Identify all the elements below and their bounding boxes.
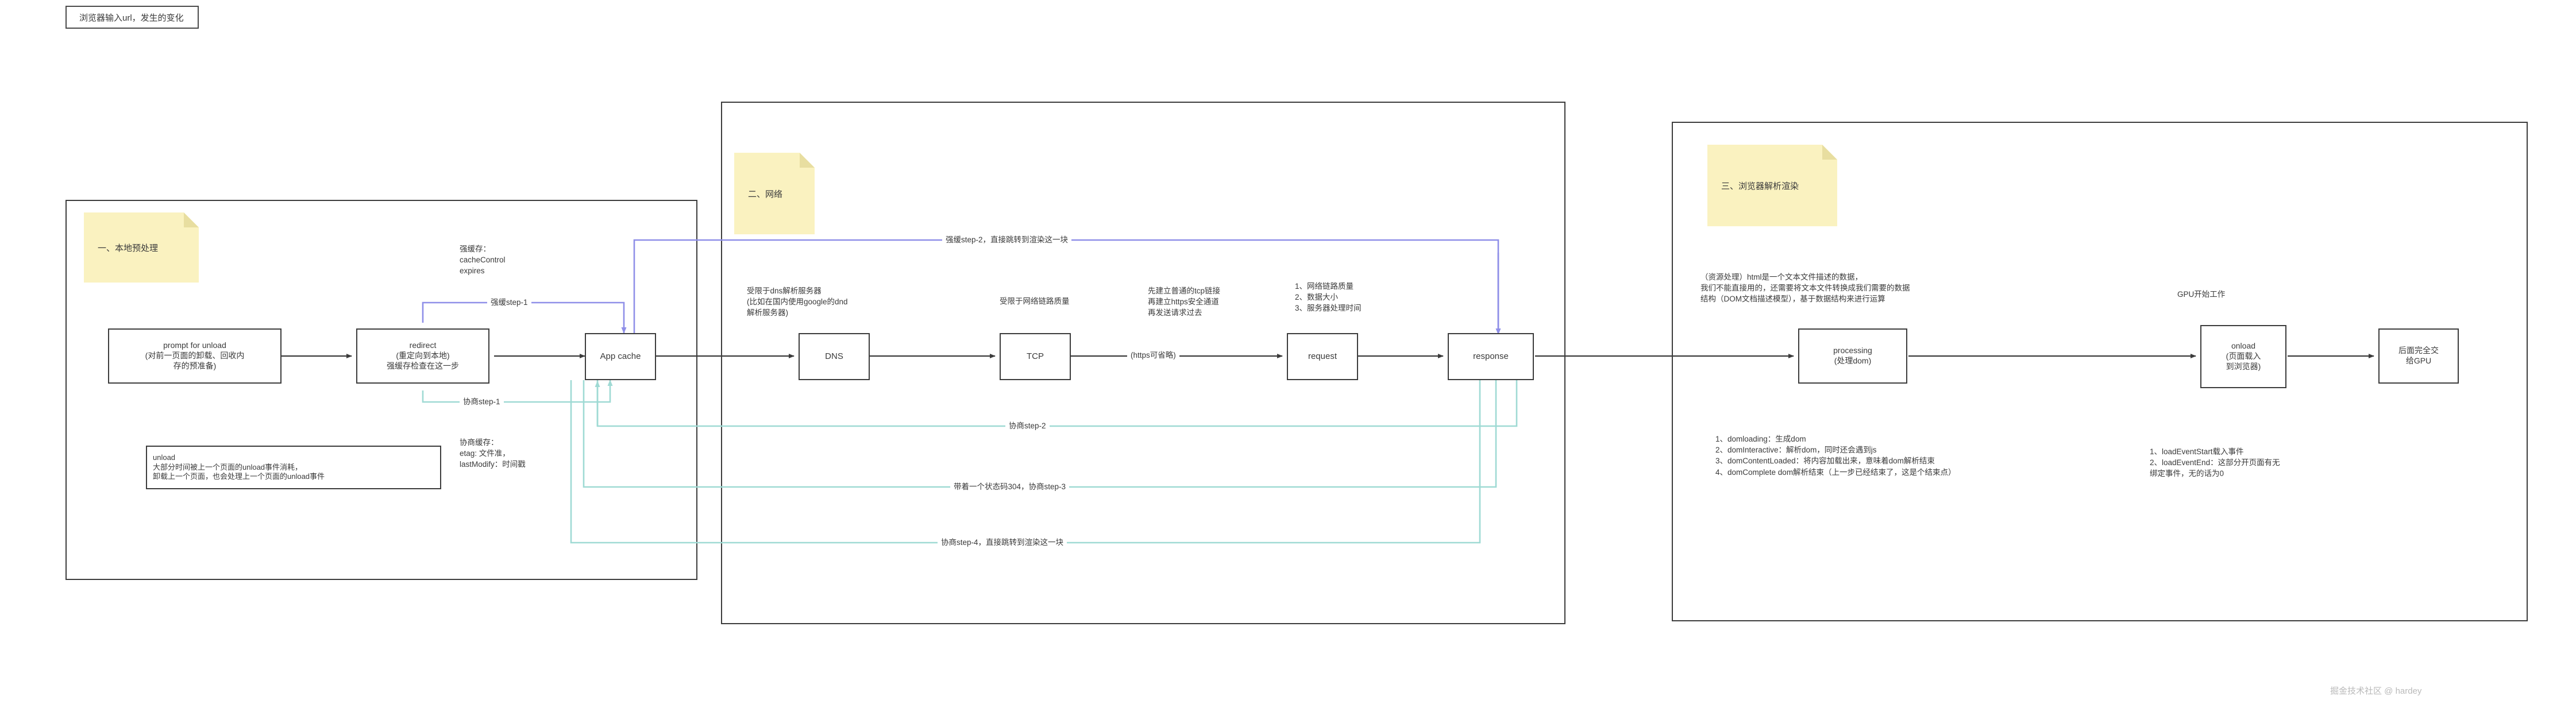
node-dns[interactable]: DNS	[799, 333, 870, 380]
annotation-text: 受限于dns解析服务器 (比如在国内使用google的dnd 解析服务器)	[747, 287, 848, 318]
edge-label-text: 强缓step-1	[491, 298, 528, 307]
annotation-text: unload 大部分时间被上一个页面的unload事件消耗， 卸载上一个页面，也…	[153, 453, 325, 481]
node-label: prompt for unload (对前一页面的卸载、回收内 存的预准备)	[145, 341, 245, 370]
annotation-text: 协商缓存： etag: 文件准， lastModify：时间戳	[460, 438, 526, 469]
annotation-text: 先建立普通的tcp链接 再建立https安全通道 再发送请求过去	[1148, 287, 1221, 318]
annotation-request-note: 先建立普通的tcp链接 再建立https安全通道 再发送请求过去	[1148, 274, 1220, 319]
annotation-load-events: 1、loadEventStart载入事件 2、loadEventEnd：这部分开…	[2150, 435, 2280, 479]
annotation-text: GPU开始工作	[2177, 290, 2226, 299]
node-response[interactable]: response	[1448, 333, 1534, 380]
node-redirect[interactable]: redirect (重定向到本地) 强缓存检查在这一步	[356, 328, 489, 384]
node-label: processing (处理dom)	[1833, 346, 1872, 365]
node-label: DNS	[825, 351, 843, 362]
node-label: onload (页面载入 到浏览器)	[2226, 341, 2261, 371]
edge-label-negotiate-step-4: 协商step-4，直接跳转到渲染这一块	[938, 539, 1067, 547]
note-section-local: 一、本地预处理	[84, 212, 199, 283]
edge-label-strong-step-2: 强缓step-2，直接跳转到渲染这一块	[942, 235, 1072, 244]
edge-label-negotiate-step-2: 协商step-2	[1005, 422, 1050, 430]
edge-label-text: 强缓step-2，直接跳转到渲染这一块	[946, 235, 1069, 244]
annotation-unload-box: unload 大部分时间被上一个页面的unload事件消耗， 卸载上一个页面，也…	[146, 446, 441, 489]
edge-label-negotiate-step-3: 带着一个状态码304，协商step-3	[950, 482, 1070, 491]
annotation-text: 1、domloading：生成dom 2、domInteractive：解析do…	[1715, 435, 1956, 477]
node-tcp[interactable]: TCP	[1000, 333, 1071, 380]
watermark: 掘金技术社区 @ hardey	[2330, 685, 2421, 697]
annotation-strong-cache-keys: 强缓存： cacheControl expires	[460, 233, 506, 277]
annotation-text: （资源处理）html是一个文本文件描述的数据， 我们不能直接用的，还需要将文本文…	[1700, 273, 1910, 304]
annotation-negotiate-cache-keys: 协商缓存： etag: 文件准， lastModify：时间戳	[460, 426, 526, 470]
annotation-text: 1、网络链路质量 2、数据大小 3、服务器处理时间	[1295, 282, 1362, 313]
annotation-dom-events: 1、domloading：生成dom 2、domInteractive：解析do…	[1715, 423, 1956, 478]
node-label: 后面完全交 给GPU	[2398, 346, 2439, 365]
node-prompt-for-unload[interactable]: prompt for unload (对前一页面的卸载、回收内 存的预准备)	[108, 328, 281, 384]
annotation-dns-note: 受限于dns解析服务器 (比如在国内使用google的dnd 解析服务器)	[747, 274, 848, 319]
page-title-box: 浏览器输入url，发生的变化	[65, 6, 199, 29]
annotation-tcp-note: 受限于网络链路质量	[1000, 285, 1070, 307]
page-title: 浏览器输入url，发生的变化	[79, 13, 184, 23]
note-label-network: 二、网络	[748, 189, 783, 199]
node-onload[interactable]: onload (页面载入 到浏览器)	[2200, 325, 2286, 388]
node-label: request	[1308, 351, 1337, 362]
edge-label-text: 协商step-1	[463, 397, 500, 406]
annotation-text: 强缓存： cacheControl expires	[460, 245, 506, 276]
watermark-text: 掘金技术社区 @ hardey	[2330, 686, 2422, 696]
edge-label-text: 协商step-4，直接跳转到渲染这一块	[941, 538, 1064, 547]
annotation-resource-processing: （资源处理）html是一个文本文件描述的数据， 我们不能直接用的，还需要将文本文…	[1700, 261, 1910, 305]
node-processing[interactable]: processing (处理dom)	[1798, 328, 1907, 384]
annotation-text: 受限于网络链路质量	[1000, 297, 1070, 306]
edge-label-text: (https可省略)	[1131, 351, 1176, 359]
edge-label-https-optional: (https可省略)	[1127, 351, 1179, 359]
annotation-gpu-start: GPU开始工作	[2177, 278, 2225, 300]
node-label: TCP	[1027, 351, 1044, 362]
node-label: App cache	[600, 351, 641, 362]
annotation-text: 1、loadEventStart载入事件 2、loadEventEnd：这部分开…	[2150, 447, 2280, 478]
edge-label-negotiate-step-1: 协商step-1	[460, 398, 504, 406]
node-label: redirect (重定向到本地) 强缓存检查在这一步	[387, 341, 459, 370]
edge-label-text: 带着一个状态码304，协商step-3	[954, 482, 1066, 491]
annotation-response-note: 1、网络链路质量 2、数据大小 3、服务器处理时间	[1295, 270, 1362, 314]
note-section-network: 二、网络	[734, 153, 815, 234]
node-request[interactable]: request	[1287, 333, 1358, 380]
note-section-render: 三、浏览器解析渲染	[1707, 145, 1837, 226]
node-gpu-handoff[interactable]: 后面完全交 给GPU	[2378, 328, 2459, 384]
note-label-local: 一、本地预处理	[98, 243, 159, 253]
edge-label-text: 协商step-2	[1009, 421, 1046, 430]
edge-label-strong-step-1: 强缓step-1	[487, 299, 531, 307]
note-label-render: 三、浏览器解析渲染	[1721, 181, 1799, 191]
node-app-cache[interactable]: App cache	[585, 333, 656, 380]
node-label: response	[1473, 351, 1509, 362]
